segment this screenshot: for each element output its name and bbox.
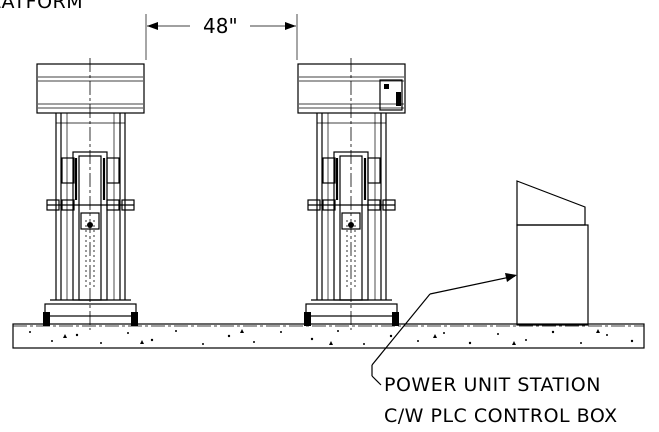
left-lift-column <box>36 58 145 330</box>
power-unit-callout: POWER UNIT STATION C/W PLC CONTROL BOX <box>371 273 618 427</box>
dimension-48: 48" <box>145 14 298 60</box>
power-unit-station <box>516 180 589 326</box>
concrete-floor-slab <box>12 323 645 349</box>
right-lift-column <box>297 58 406 330</box>
platform-label: LATFORM <box>0 0 83 13</box>
dimension-text: 48" <box>203 14 238 38</box>
callout-line-2: C/W PLC CONTROL BOX <box>384 405 618 427</box>
callout-line-1: POWER UNIT STATION <box>384 374 601 396</box>
